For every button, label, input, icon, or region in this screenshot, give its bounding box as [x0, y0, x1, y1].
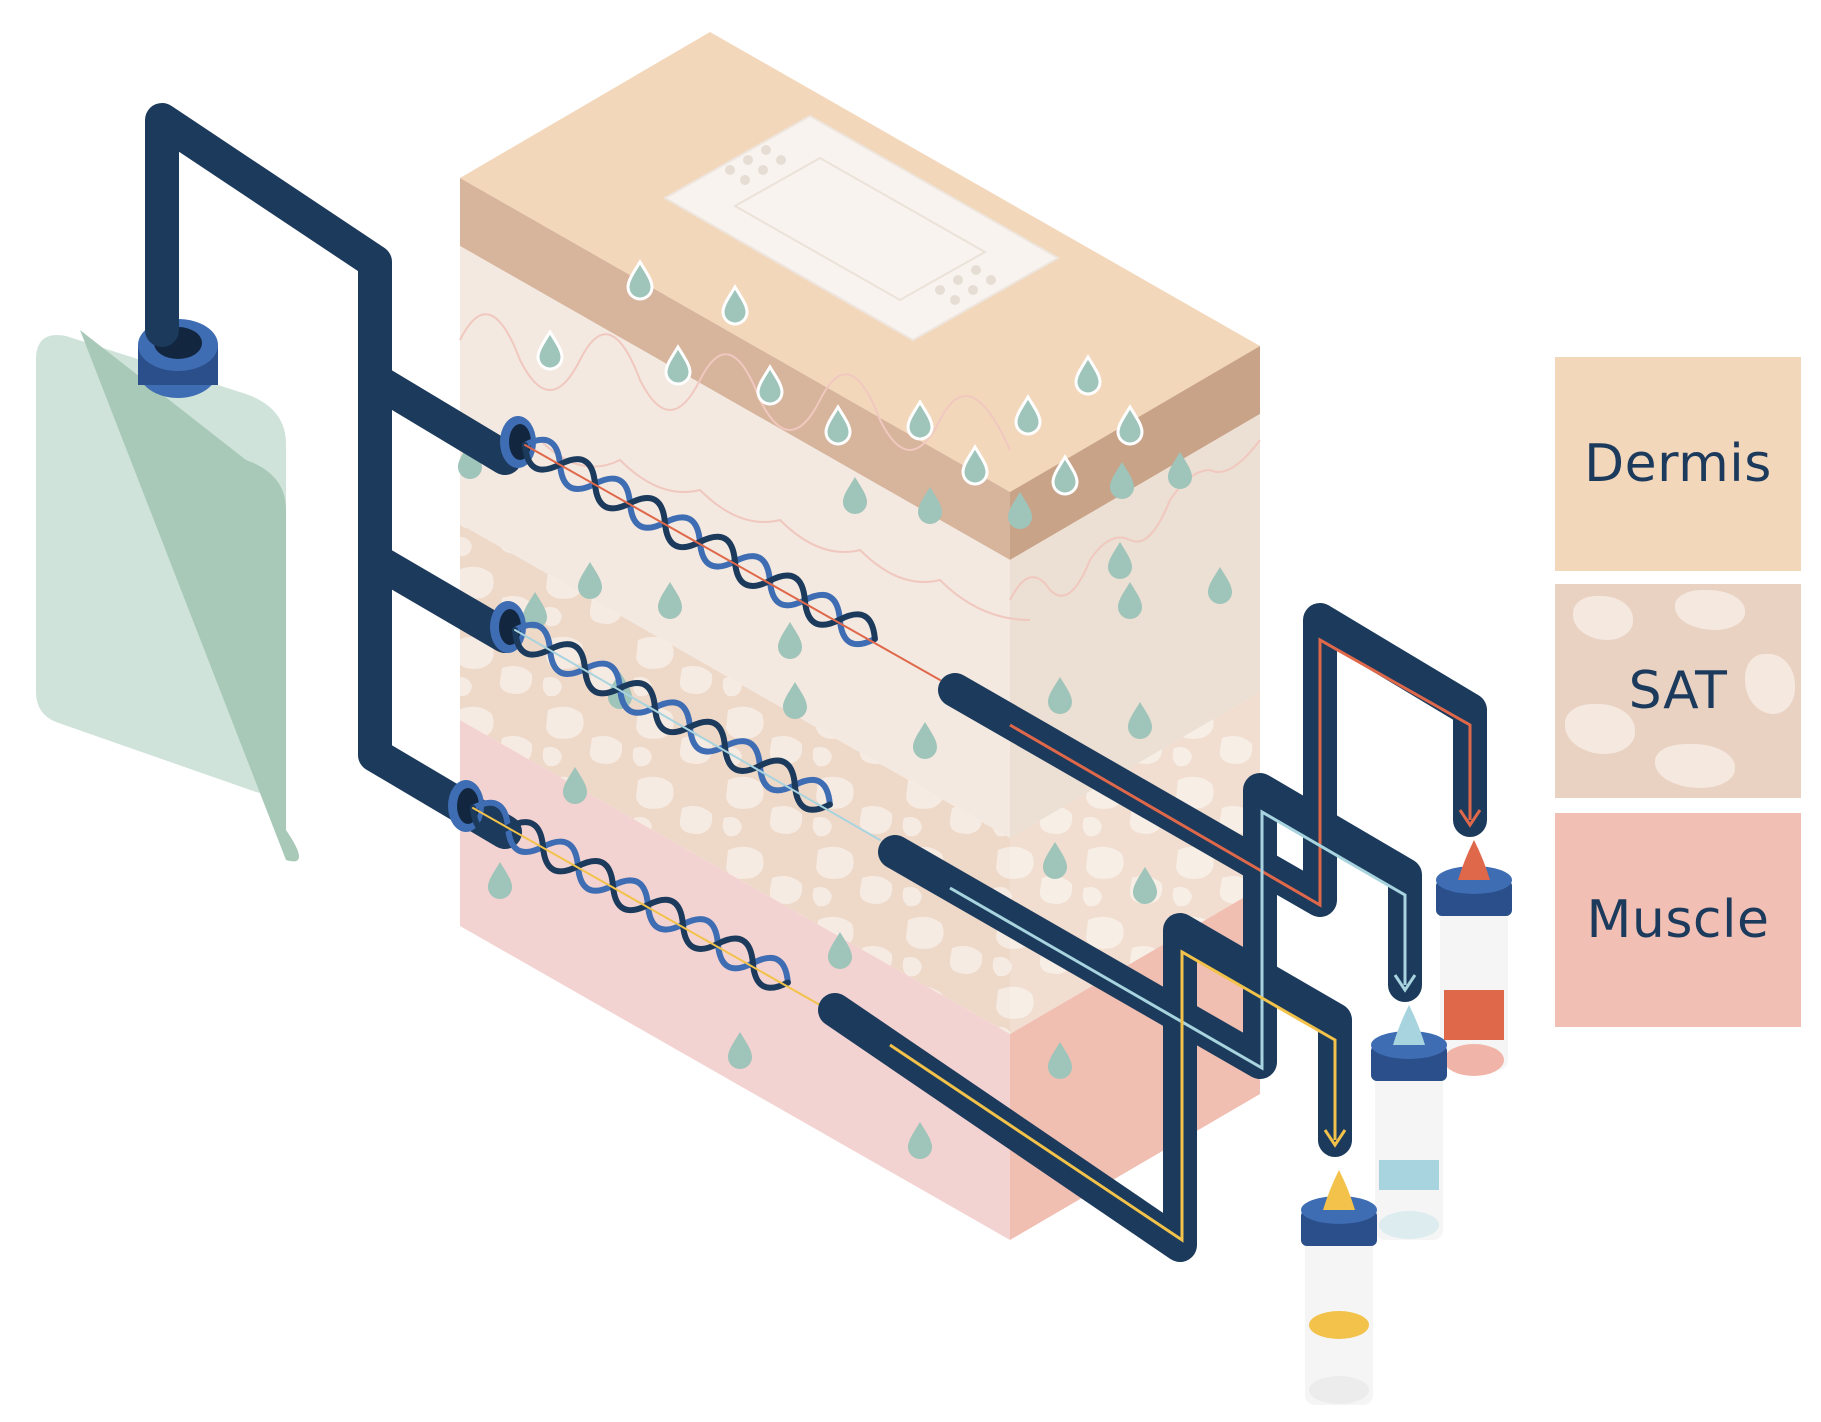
- vial-red: [1436, 840, 1512, 1076]
- inlet-tubing: [145, 103, 522, 849]
- front-dermis: [460, 246, 1010, 838]
- sat-texture: [1675, 590, 1745, 630]
- legend-sat: SAT: [1555, 584, 1801, 798]
- front-epidermis: [460, 178, 1010, 560]
- right-dermis: [1010, 414, 1260, 838]
- skin-patch-icon: [662, 114, 1061, 342]
- vial-yellow: [1301, 1170, 1377, 1405]
- papillae-line-front-2: [459, 419, 1031, 621]
- front-muscle: [460, 720, 1010, 1240]
- legend-label-dermis: Dermis: [1584, 434, 1772, 494]
- legend-muscle: Muscle: [1555, 813, 1801, 1027]
- right-epidermis: [1010, 346, 1260, 560]
- helix-fiber-icon: [470, 436, 941, 1006]
- legend-dermis: Dermis: [1555, 357, 1801, 571]
- sat-texture: [1745, 654, 1795, 714]
- skin-block: [458, 32, 1261, 1240]
- papillae-line-front: [459, 313, 1011, 451]
- flow-arrows: [1323, 809, 1482, 1148]
- sat-texture: [1565, 704, 1635, 754]
- collection-vial-icon: [1301, 840, 1512, 1405]
- papillae-line-right: [1009, 439, 1261, 601]
- reservoir-bottle-icon: [36, 319, 299, 862]
- sat-texture: [1655, 744, 1735, 788]
- legend-label-muscle: Muscle: [1586, 890, 1770, 950]
- sat-texture: [1573, 596, 1633, 640]
- legend-label-sat: SAT: [1628, 661, 1728, 721]
- outlet-channels: [889, 637, 1472, 1243]
- vial-blue: [1371, 1005, 1447, 1240]
- front-sat: [460, 524, 1010, 1034]
